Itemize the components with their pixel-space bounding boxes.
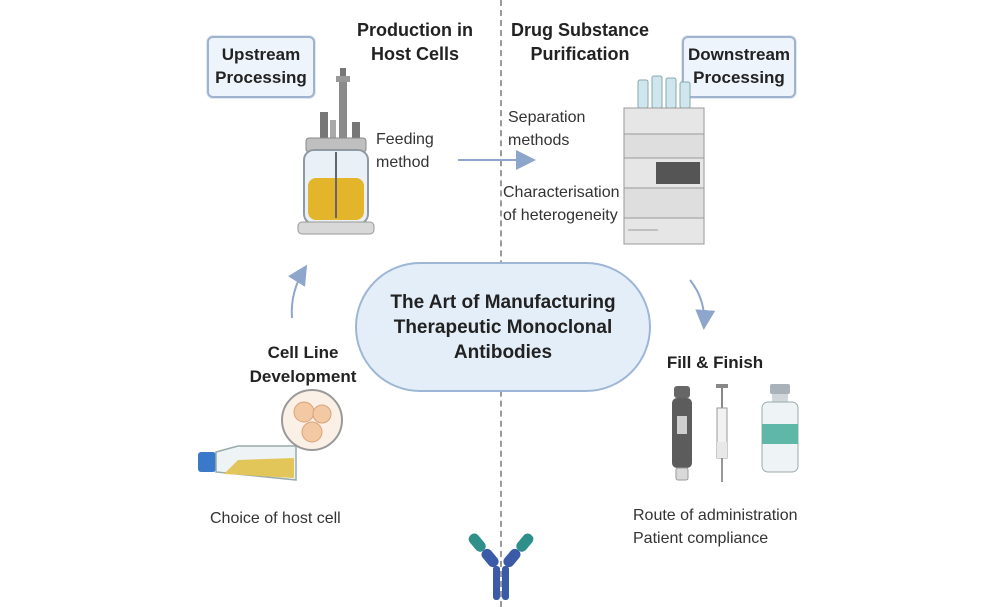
syringe-icon — [716, 384, 728, 482]
bioreactor-icon — [297, 68, 375, 235]
production-line2: Host Cells — [370, 44, 460, 64]
title-line3: Antibodies — [453, 341, 553, 363]
cell-line-heading: Cell Line Development — [238, 341, 368, 389]
patient-compliance-label: Patient compliance — [633, 530, 769, 547]
production-line1: Production in — [357, 20, 473, 40]
separation-methods-label: Separation methods — [508, 106, 585, 152]
separation-line2: methods — [508, 132, 570, 149]
downstream-line1: Downstream — [687, 45, 791, 64]
title-line2: Therapeutic Monoclonal — [393, 316, 613, 338]
separation-line1: Separation — [508, 109, 586, 126]
cell-line-line1: Cell Line — [267, 343, 339, 362]
vial-icon — [761, 384, 799, 473]
purification-to-fill-arrow — [689, 279, 716, 330]
downstream-line2: Processing — [693, 68, 785, 87]
characterisation-line2: of heterogeneity — [503, 207, 618, 224]
upstream-processing-box: Upstream Processing — [207, 36, 315, 98]
chromatography-system-icon — [623, 75, 705, 245]
title-line1: The Art of Manufacturing — [390, 291, 616, 313]
cell-line-line2: Development — [249, 367, 357, 386]
upstream-line2: Processing — [215, 68, 307, 87]
purification-heading: Drug Substance Purification — [505, 18, 655, 66]
feeding-line2: method — [376, 154, 430, 171]
antibody-icon — [468, 533, 534, 600]
characterisation-label: Characterisation of heterogeneity — [503, 181, 620, 227]
production-heading: Production in Host Cells — [350, 18, 480, 66]
route-of-administration-label: Route of administration — [633, 507, 798, 524]
purification-line2: Purification — [530, 44, 630, 64]
characterisation-line1: Characterisation — [503, 184, 620, 201]
feeding-method-label: Feeding method — [376, 128, 434, 174]
fill-finish-heading: Fill & Finish — [666, 353, 764, 372]
downstream-processing-box: Downstream Processing — [682, 36, 796, 98]
cell-culture-flask-icon — [198, 445, 297, 481]
choice-of-host-cell-label: Choice of host cell — [210, 510, 341, 527]
cell-line-to-bioreactor-arrow — [288, 264, 308, 319]
upstream-line1: Upstream — [221, 45, 301, 64]
purification-line1: Drug Substance — [510, 20, 650, 40]
feeding-line1: Feeding — [376, 131, 434, 148]
cells-magnified-icon — [281, 389, 343, 451]
title-pill: The Art of Manufacturing Therapeutic Mon… — [355, 262, 651, 392]
autoinjector-icon — [672, 386, 692, 481]
